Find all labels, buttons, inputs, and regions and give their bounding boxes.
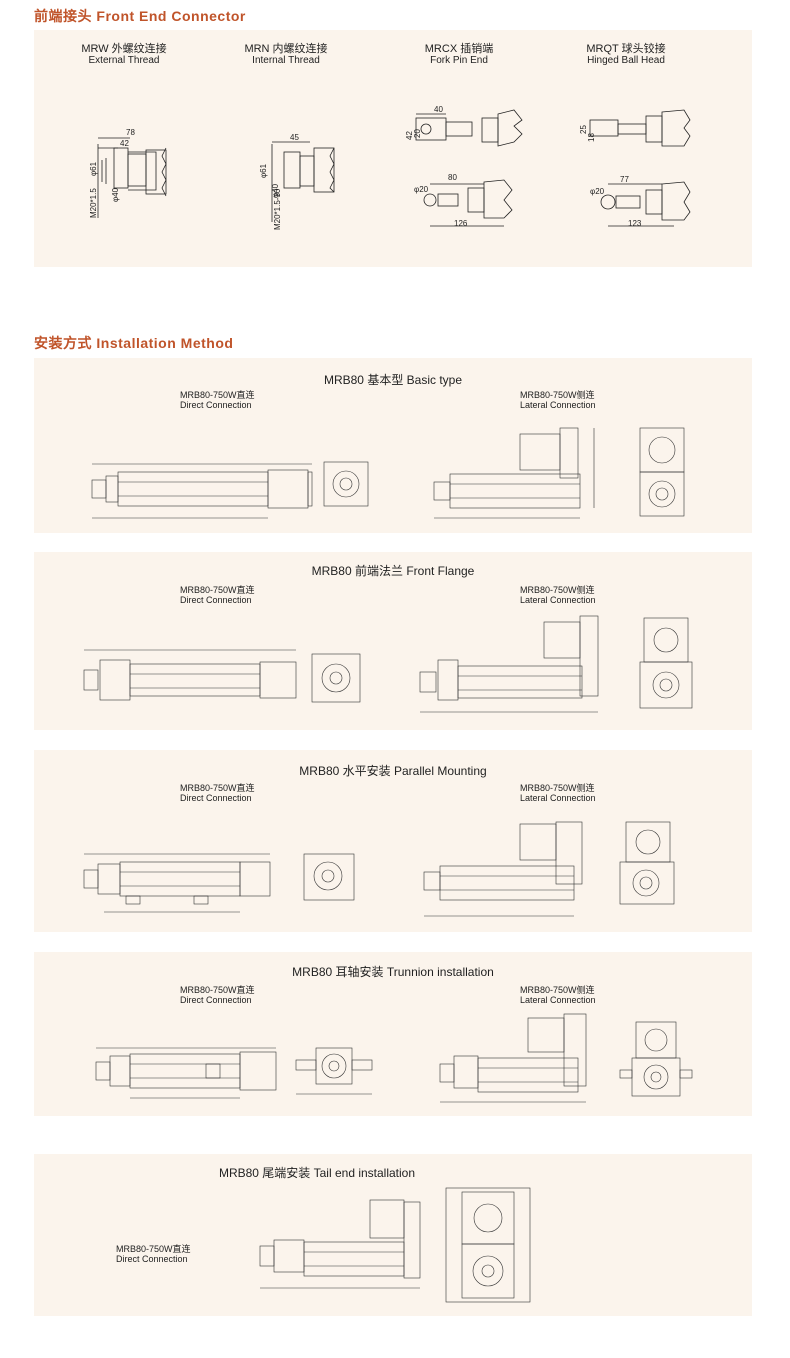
mrn-dim-45: 45	[290, 133, 299, 142]
tail-direct-label-en: Direct Connection	[116, 1254, 188, 1264]
flange-direct-caption: MRB80-750W直连 Direct Connection	[180, 585, 255, 605]
installation-section-title: 安装方式 Installation Method	[34, 335, 234, 351]
mrw-label-en: External Thread	[88, 55, 160, 66]
mrqt-dim-77: 77	[620, 175, 629, 184]
flange-lateral-label: MRB80-750W侧连	[520, 585, 595, 595]
mrqt-caption: MRQT 球头铰接 Hinged Ball Head	[571, 43, 681, 67]
panel-title-front-flange: MRB80 前端法兰 Front Flange	[311, 564, 475, 578]
mrcx-caption: MRCX 插销端 Fork Pin End	[409, 43, 509, 67]
parallel-mounting-drawings	[83, 821, 675, 917]
mrqt-label: MRQT 球头铰接	[586, 43, 666, 55]
mrw-dim-42: 42	[120, 139, 129, 148]
mrcx-dim-20: 20	[413, 129, 422, 138]
mrn-dim-phi40: φ40	[271, 183, 280, 198]
mrqt-dim-25: 25	[579, 125, 588, 134]
basic-direct-label: MRB80-750W直连	[180, 390, 255, 400]
mrn-label-en: Internal Thread	[252, 55, 320, 66]
trunnion-installation-drawings	[95, 1013, 693, 1103]
panel-title-trunnion-installation: MRB80 耳轴安装 Trunnion installation	[292, 965, 494, 979]
mrcx-dim-phi20: φ20	[414, 185, 429, 194]
flange-direct-label: MRB80-750W直连	[180, 585, 255, 595]
front-end-connector-drawings: 78 42 φ61 φ40 M20*1.5 45 φ61 φ40 M20*1.5…	[89, 105, 691, 230]
mrcx-dim-126: 126	[454, 219, 468, 228]
trunnion-lateral-label: MRB80-750W侧连	[520, 985, 595, 995]
basic-type-drawings	[91, 427, 685, 519]
mrw-dim-78: 78	[126, 128, 135, 137]
mrcx-dim-42: 42	[405, 131, 414, 140]
panel-trunnion-installation: MRB80 耳轴安装 Trunnion installation MRB80-7…	[34, 952, 752, 1116]
basic-direct-label-en: Direct Connection	[180, 400, 252, 410]
mrw-label: MRW 外螺纹连接	[81, 43, 167, 55]
panel-title-tail-end-installation: MRB80 尾端安装 Tail end installation	[218, 1166, 416, 1180]
panel-tail-end-installation: MRB80 尾端安装 Tail end installation MRB80-7…	[34, 1154, 752, 1316]
mrn-drawing: 45 φ61 φ40 M20*1.5-30	[259, 133, 335, 230]
front-end-section-title: 前端接头 Front End Connector	[34, 8, 246, 24]
tail-direct-caption: MRB80-750W直连 Direct Connection	[116, 1244, 191, 1264]
flange-lateral-caption: MRB80-750W侧连 Lateral Connection	[520, 585, 596, 605]
front-end-connector-panel: 78 42 φ61 φ40 M20*1.5 45 φ61 φ40 M20*1.5…	[34, 30, 752, 267]
basic-lateral-label: MRB80-750W侧连	[520, 390, 595, 400]
trunnion-lateral-label-en: Lateral Connection	[520, 995, 596, 1005]
tail-direct-label: MRB80-750W直连	[116, 1244, 191, 1254]
mrw-drawing: 78 42 φ61 φ40 M20*1.5	[89, 128, 167, 218]
tail-end-installation-drawings	[259, 1187, 531, 1303]
basic-lateral-label-en: Lateral Connection	[520, 400, 596, 410]
panel-title-basic-type: MRB80 基本型 Basic type	[323, 373, 463, 387]
mrw-dim-phi40: φ40	[111, 187, 120, 202]
panel-basic-type: MRB80 基本型 Basic type MRB80-750W直连 Direct…	[34, 358, 752, 533]
mrw-caption: MRW 外螺纹连接 External Thread	[74, 43, 174, 67]
mrcx-label-en: Fork Pin End	[430, 55, 488, 66]
mrn-caption: MRN 内螺纹连接 Internal Thread	[236, 43, 336, 67]
mrqt-dim-18: 18	[587, 133, 596, 142]
trunnion-direct-label-en: Direct Connection	[180, 995, 252, 1005]
parallel-direct-caption: MRB80-750W直连 Direct Connection	[180, 783, 255, 803]
mrqt-label-en: Hinged Ball Head	[587, 55, 665, 66]
mrqt-dim-123: 123	[628, 219, 642, 228]
basic-lateral-caption: MRB80-750W侧连 Lateral Connection	[520, 390, 596, 410]
panel-title-parallel-mounting: MRB80 水平安装 Parallel Mounting	[299, 764, 487, 778]
parallel-direct-label-en: Direct Connection	[180, 793, 252, 803]
parallel-lateral-label-en: Lateral Connection	[520, 793, 596, 803]
parallel-lateral-caption: MRB80-750W侧连 Lateral Connection	[520, 783, 596, 803]
mrcx-dim-40: 40	[434, 105, 443, 114]
mrw-dim-phi61: φ61	[89, 161, 98, 176]
trunnion-direct-label: MRB80-750W直连	[180, 985, 255, 995]
mrcx-dim-80: 80	[448, 173, 457, 182]
mrn-label: MRN 内螺纹连接	[244, 43, 328, 55]
mrn-dim-thread: M20*1.5-30	[273, 188, 282, 230]
panel-front-flange: MRB80 前端法兰 Front Flange MRB80-750W直连 Dir…	[34, 552, 752, 730]
front-flange-drawings	[83, 615, 693, 713]
parallel-lateral-label: MRB80-750W侧连	[520, 783, 595, 793]
mrqt-drawing: 25 18 77 φ20 123	[579, 109, 691, 228]
flange-lateral-label-en: Lateral Connection	[520, 595, 596, 605]
flange-direct-label-en: Direct Connection	[180, 595, 252, 605]
basic-direct-caption: MRB80-750W直连 Direct Connection	[180, 390, 255, 410]
mrqt-dim-phi20: φ20	[590, 187, 605, 196]
mrcx-label: MRCX 插销端	[424, 43, 494, 55]
trunnion-direct-caption: MRB80-750W直连 Direct Connection	[180, 985, 255, 1005]
mrcx-drawing: 40 42 20 80 φ20 126	[405, 105, 523, 228]
mrw-dim-thread: M20*1.5	[89, 188, 98, 218]
panel-parallel-mounting: MRB80 水平安装 Parallel Mounting MRB80-750W直…	[34, 750, 752, 932]
mrn-dim-phi61: φ61	[259, 163, 268, 178]
trunnion-lateral-caption: MRB80-750W侧连 Lateral Connection	[520, 985, 596, 1005]
parallel-direct-label: MRB80-750W直连	[180, 783, 255, 793]
